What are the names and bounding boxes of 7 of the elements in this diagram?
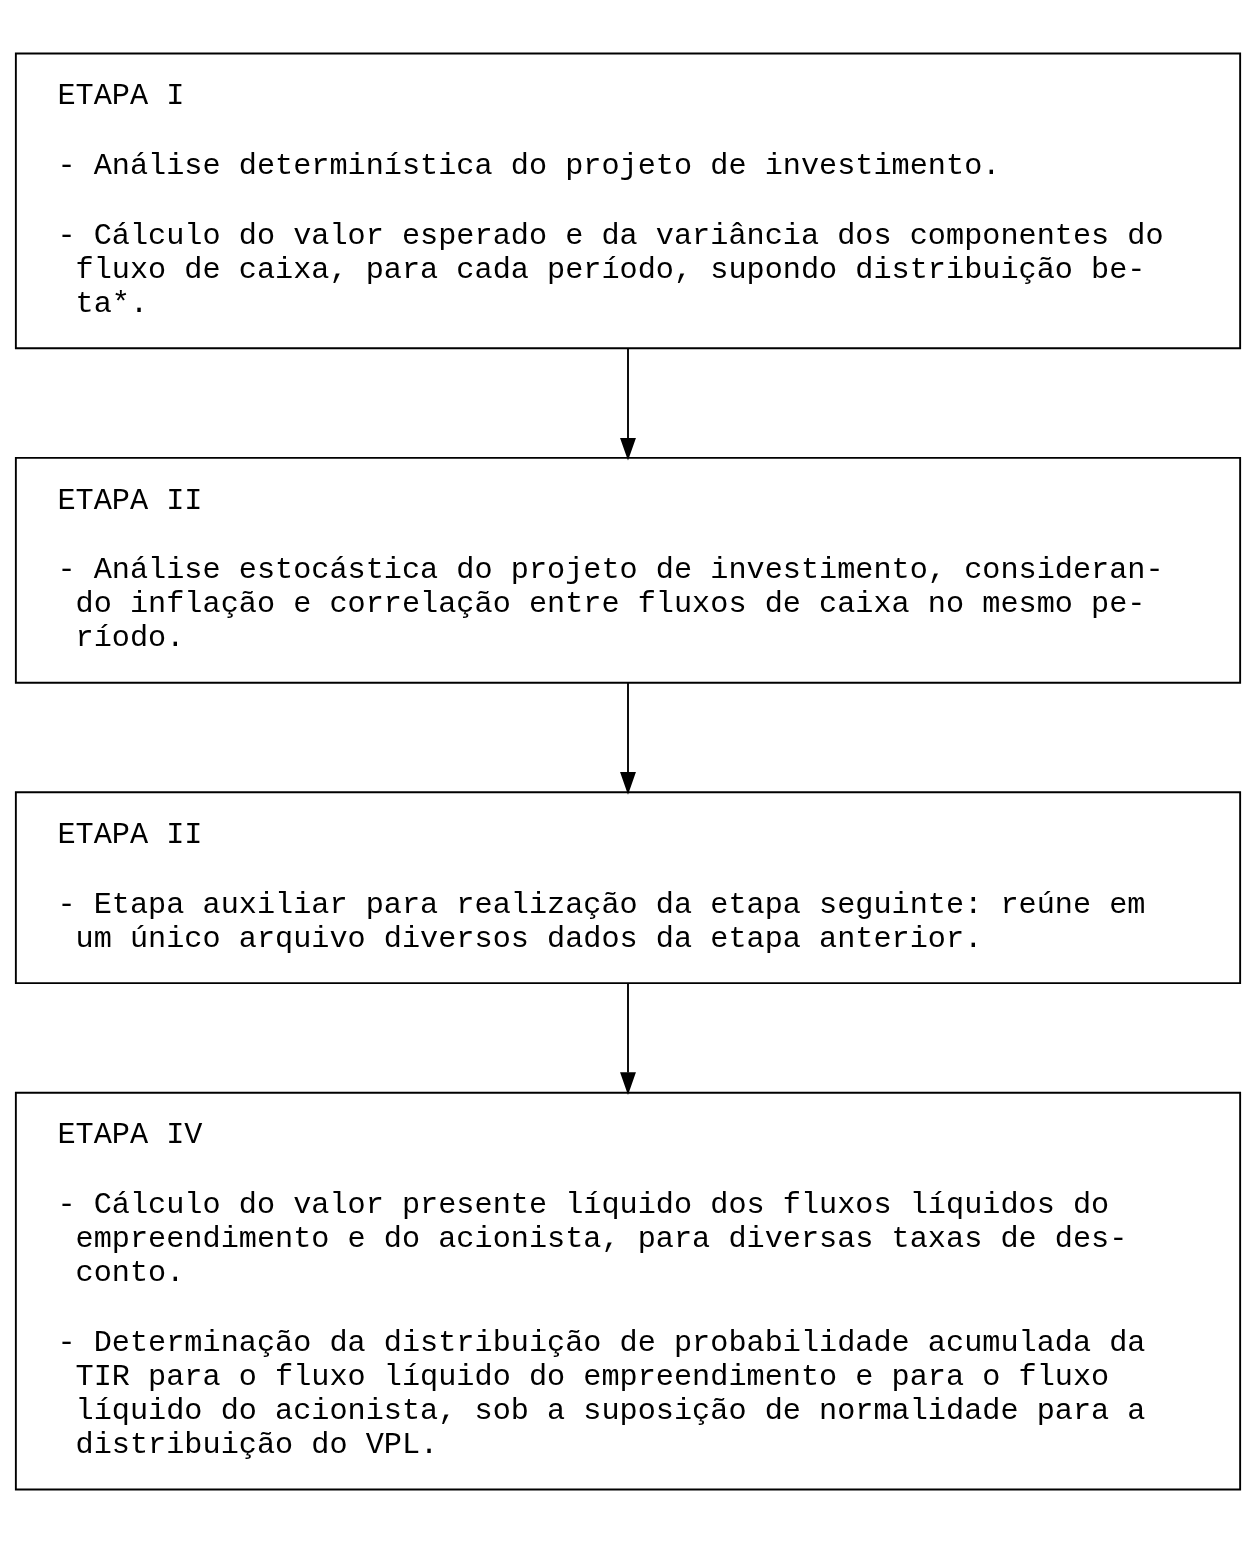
node-box: ETAPA I - Análise determinística do projeto de investimento. - Cálculo do valor esperado e da variância dos componentes do fluxo de caixa, para cada período, supondo distribuição be- ta*.	[14, 52, 1242, 350]
arrow	[620, 347, 636, 461]
arrow	[620, 681, 636, 795]
node-box: ETAPA II - Etapa auxiliar para realização da etapa seguinte: reúne em um único arquivo diversos dados da etapa anterior.	[14, 791, 1242, 985]
node-box: ETAPA IV - Cálculo do valor presente líquido dos fluxos líquidos do empreendimento e do acionista, para diversas taxas de des- conto. - Determinação da distribuição de probabilidade acumulada da TIR para o fluxo líquido do empreendimento e para o fluxo líquido do acionista, sob a suposição de normalidade para a distribuição do VPL.	[14, 1091, 1242, 1491]
arrow	[620, 982, 636, 1095]
node-box: ETAPA II - Análise estocástica do projeto de investimento, consideran- do inflação e correlação entre fluxos de caixa no mesmo pe- ríodo.	[14, 456, 1242, 684]
